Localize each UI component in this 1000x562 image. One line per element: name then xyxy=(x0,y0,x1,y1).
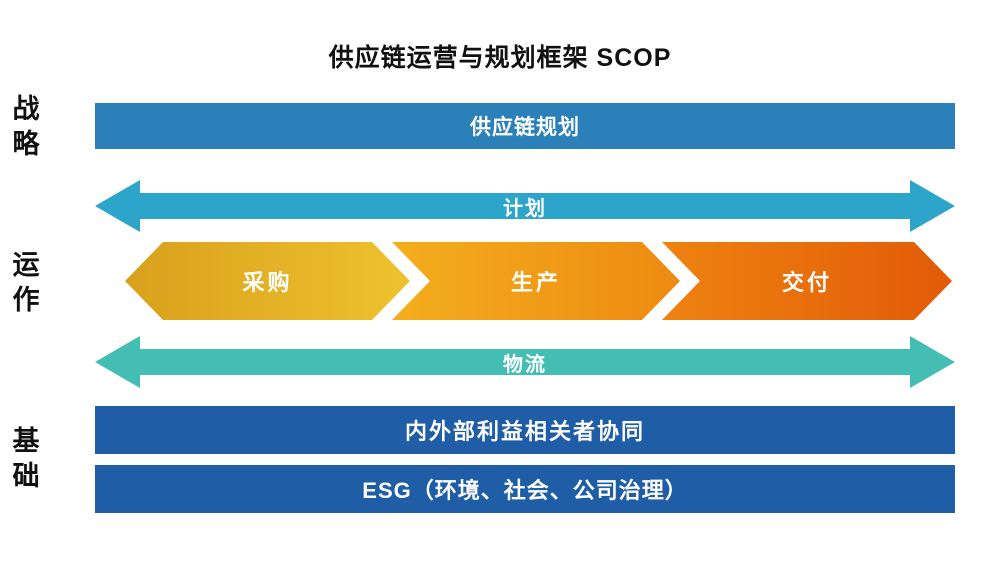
delivery-chevron: 交付 xyxy=(662,242,952,320)
delivery-label: 交付 xyxy=(781,270,832,295)
side-label-operations: 运作 xyxy=(12,250,40,315)
stakeholder-collaboration-label: 内外部利益相关者协同 xyxy=(404,419,645,444)
esg-bar: ESG（环境、社会、公司治理） xyxy=(95,465,955,513)
supply-chain-planning-bar: 供应链规划 xyxy=(95,103,955,149)
stakeholder-collaboration-bar: 内外部利益相关者协同 xyxy=(95,406,955,454)
supply-chain-planning-label: 供应链规划 xyxy=(470,116,580,139)
side-label-foundation: 基础 xyxy=(12,426,40,491)
procurement-label: 采购 xyxy=(242,270,293,295)
logistics-double-arrow: 物流 xyxy=(95,336,955,388)
esg-label: ESG（环境、社会、公司治理） xyxy=(362,478,688,503)
production-chevron: 生产 xyxy=(392,242,680,320)
side-label-strategy: 战略 xyxy=(12,94,40,159)
procurement-chevron: 采购 xyxy=(125,242,410,320)
page-title: 供应链运营与规划框架 SCOP xyxy=(328,44,672,72)
production-label: 生产 xyxy=(510,270,561,295)
logistics-label: 物流 xyxy=(503,353,547,376)
plan-double-arrow: 计划 xyxy=(95,180,955,232)
plan-label: 计划 xyxy=(503,197,547,220)
